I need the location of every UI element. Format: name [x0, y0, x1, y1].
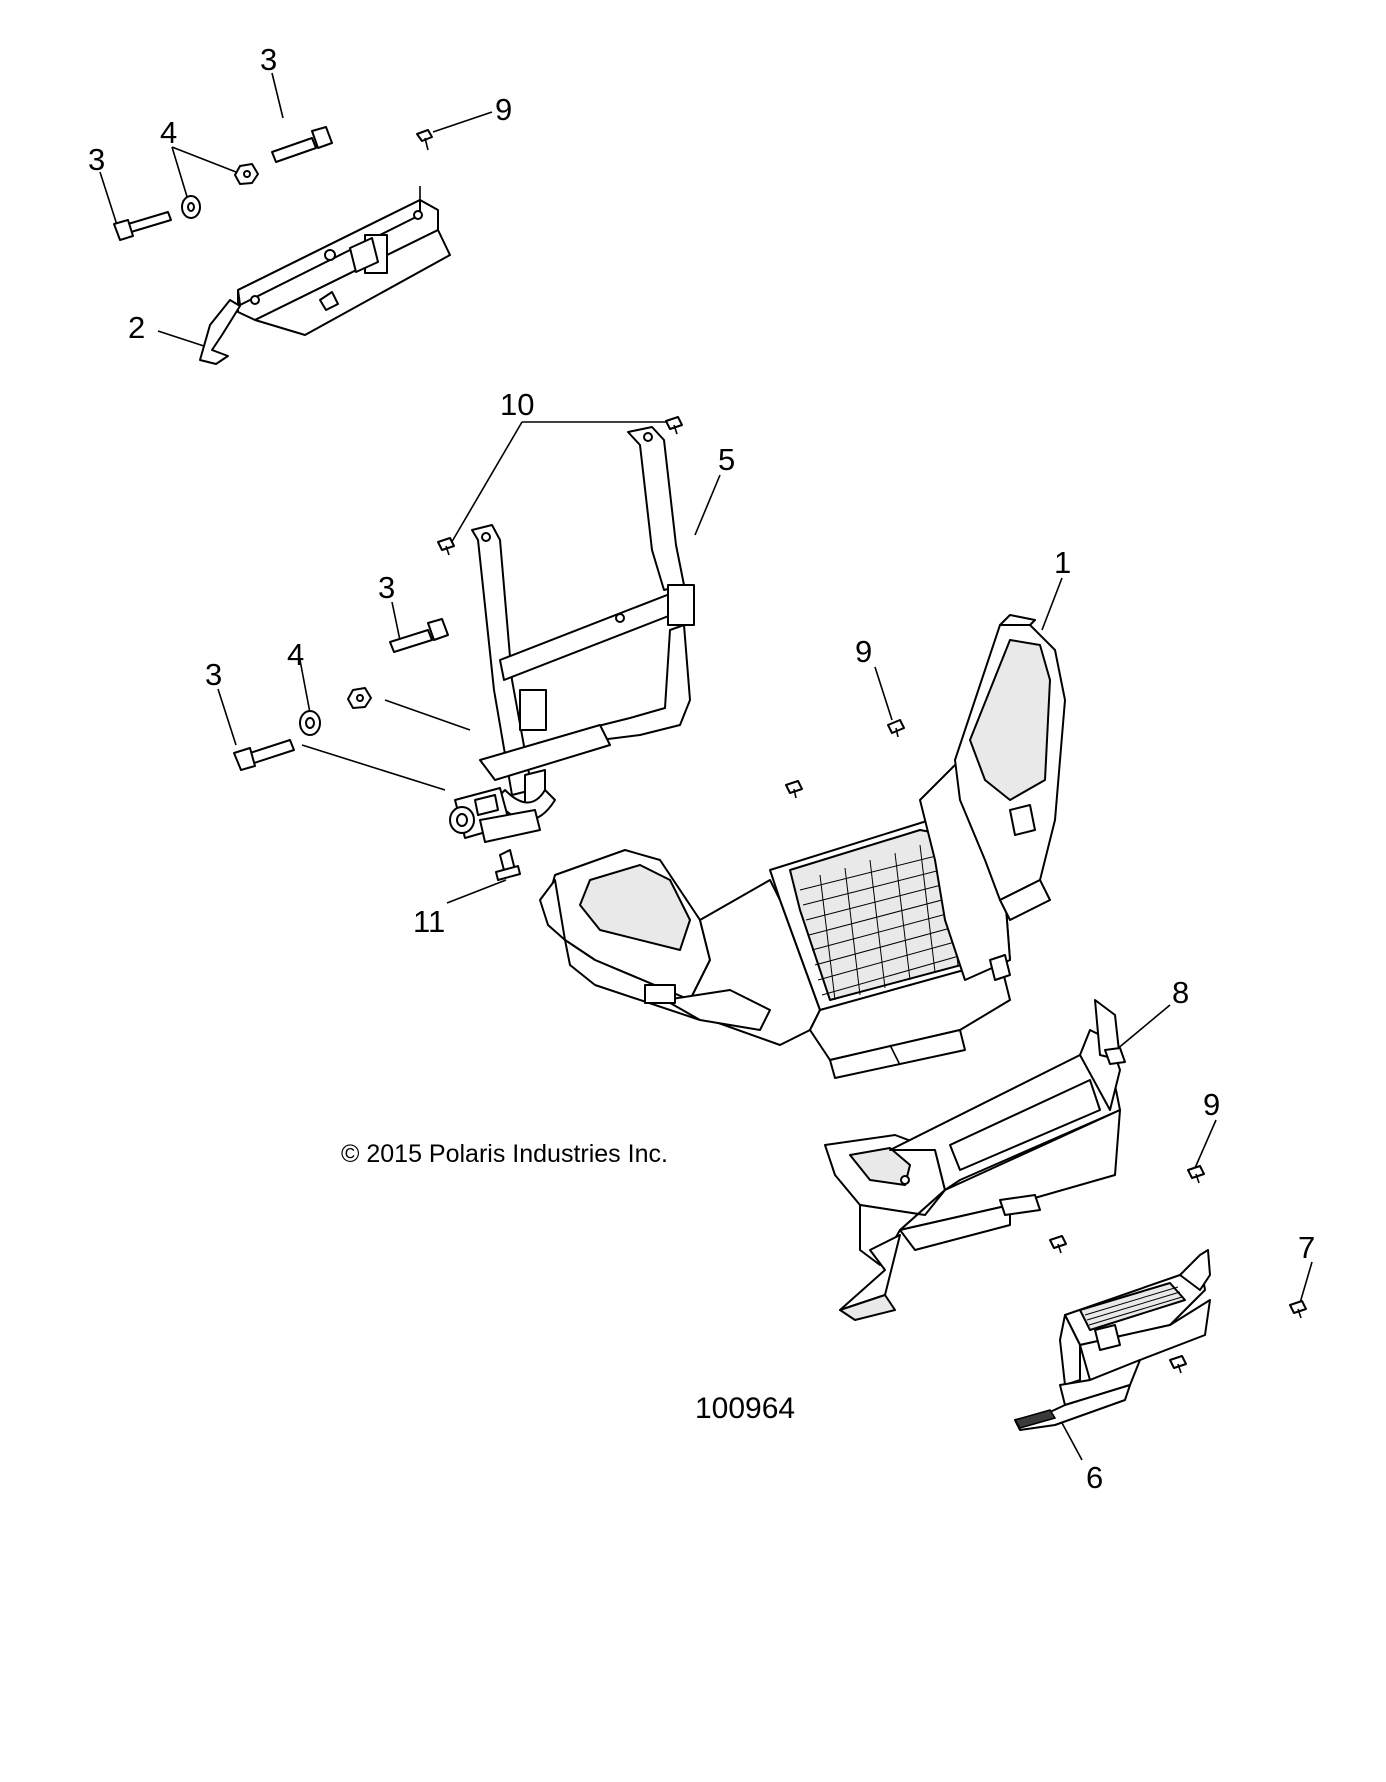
callout-9: 9: [1203, 1087, 1220, 1122]
bolt-upper-a: [271, 126, 333, 163]
callout-8: 8: [1172, 975, 1189, 1010]
callout-4: 4: [160, 115, 177, 150]
callout-2: 2: [128, 310, 145, 345]
figure-number: 100964: [695, 1392, 795, 1425]
clip-11: [495, 849, 521, 881]
callout-7: 7: [1298, 1230, 1315, 1265]
washer-upper: [181, 195, 201, 219]
callout-4: 4: [287, 637, 304, 672]
callout-11: 11: [413, 904, 445, 939]
nut-lower: [347, 687, 372, 709]
callout-10: 10: [500, 387, 534, 422]
lower-bumper: [824, 999, 1126, 1321]
callout-6: 6: [1086, 1460, 1103, 1495]
callout-3: 3: [205, 657, 222, 692]
washer-lower: [299, 710, 321, 736]
callouts: 3 9 4 3 2 10 5 1 3 9 4 3 11 8 9 7 6: [88, 42, 1315, 1495]
mount-bracket: [199, 199, 451, 365]
callout-3: 3: [88, 142, 105, 177]
callout-9: 9: [855, 634, 872, 669]
front-fascia: [539, 614, 1066, 1079]
front-frame: [449, 426, 695, 843]
screw-7: [1289, 1300, 1307, 1319]
push-rivet-frame-a: [665, 416, 683, 435]
skid-plate: [1013, 1249, 1211, 1431]
callout-3: 3: [260, 42, 277, 77]
push-rivet-frame-b: [437, 537, 455, 556]
push-rivet-skid: [1169, 1355, 1187, 1374]
callout-9: 9: [495, 92, 512, 127]
push-rivet-fascia-b: [785, 780, 803, 799]
bolt-upper-b: [113, 211, 172, 241]
callout-3: 3: [378, 570, 395, 605]
push-rivet-fascia-a: [887, 719, 905, 738]
nut-upper: [234, 163, 259, 185]
push-rivet-upper: [416, 129, 433, 151]
callout-5: 5: [718, 442, 735, 477]
push-rivet-bumper: [1049, 1235, 1067, 1254]
callout-1: 1: [1054, 545, 1071, 580]
copyright-notice: © 2015 Polaris Industries Inc.: [341, 1140, 668, 1168]
bolt-lower-a: [389, 618, 449, 653]
bolt-lower-b: [233, 739, 295, 771]
push-rivet-9c: [1187, 1165, 1205, 1184]
